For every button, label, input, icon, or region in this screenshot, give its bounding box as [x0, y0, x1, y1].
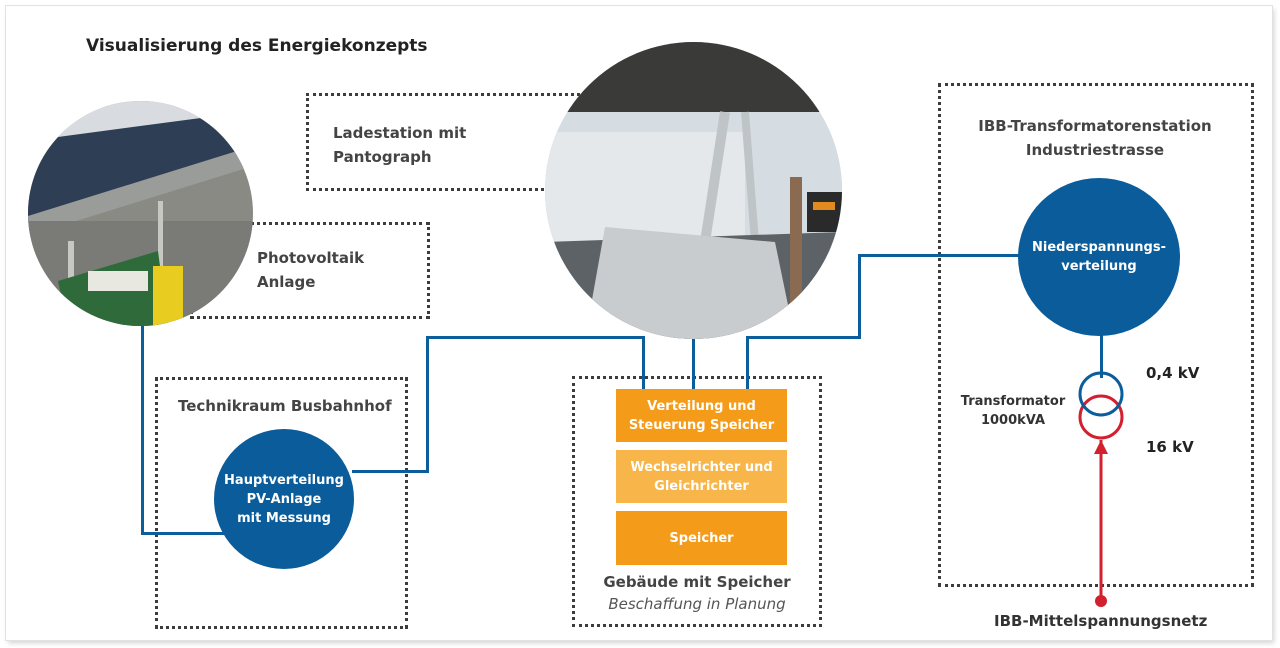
- trafo-line-top: [1100, 330, 1103, 378]
- photovoltaik-label-line1: Photovoltaik: [257, 249, 365, 267]
- technikraum-box: [155, 377, 408, 629]
- hauptverteilung-node: Hauptverteilung PV-Anlage mit Messung: [214, 429, 354, 569]
- mittelspannung-dot: [1095, 595, 1107, 607]
- storage-block-wechselrichter-line1: Wechselrichter und: [630, 459, 773, 475]
- storage-block-wechselrichter-line2: Gleichrichter: [654, 478, 749, 494]
- trafo-coil-low: [1078, 371, 1124, 417]
- ladestation-line: [692, 318, 695, 389]
- niederspannung-node: Niederspannungs- verteilung: [1018, 178, 1180, 336]
- voltage-low-label: 0,4 kV: [1146, 364, 1200, 382]
- ibb-station-label-line1: IBB-Transformatorenstation: [978, 117, 1212, 135]
- hv-line-out: [352, 470, 428, 473]
- hv-line-top: [426, 336, 644, 339]
- gebaeude-label: Gebäude mit Speicher: [603, 573, 791, 591]
- hv-line-down: [642, 336, 645, 389]
- ibb-station-label: IBB-Transformatorenstation Industriestra…: [950, 114, 1240, 162]
- transformator-label-line1: Transformator: [960, 394, 1066, 409]
- niederspannung-line1: Niederspannungs-: [1032, 240, 1166, 255]
- pv-line-horizontal: [141, 532, 229, 535]
- mittelspannung-label: IBB-Mittelspannungsnetz: [994, 612, 1208, 630]
- trafo-coil-high: [1078, 394, 1124, 440]
- transformator-label: Transformator 1000kVA: [958, 392, 1068, 430]
- hv-line-up: [426, 336, 429, 473]
- pantograph-photo: [545, 42, 842, 339]
- mittelspannung-arrow: [1094, 440, 1108, 454]
- transformator-label-line2: 1000kVA: [980, 413, 1046, 428]
- nsv-line-down: [746, 336, 749, 389]
- hauptverteilung-line1: Hauptverteilung: [224, 472, 344, 488]
- technikraum-label: Technikraum Busbahnhof: [178, 397, 392, 415]
- storage-block-speicher-line1: Speicher: [669, 530, 734, 546]
- niederspannung-line2: verteilung: [1061, 259, 1137, 274]
- ladestation-label-line2: Pantograph: [333, 148, 432, 166]
- storage-block-speicher: Speicher: [616, 511, 787, 565]
- hauptverteilung-line2: PV-Anlage: [246, 491, 322, 507]
- nsv-line-top: [858, 254, 1022, 257]
- page-title: Visualisierung des Energiekonzepts: [86, 36, 428, 56]
- ibb-station-label-line2: Industriestrasse: [1025, 141, 1165, 159]
- storage-block-steuerung-line1: Verteilung und: [647, 398, 756, 414]
- storage-block-steuerung-line2: Steuerung Speicher: [628, 417, 775, 433]
- photovoltaik-label: Photovoltaik Anlage: [257, 246, 364, 294]
- storage-block-wechselrichter: Wechselrichter und Gleichrichter: [616, 450, 787, 503]
- gebaeude-box: [572, 376, 822, 627]
- storage-block-steuerung: Verteilung und Steuerung Speicher: [616, 389, 787, 442]
- beschaffung-label: Beschaffung in Planung: [608, 595, 786, 613]
- voltage-high-label: 16 kV: [1146, 438, 1194, 456]
- ladestation-label: Ladestation mit Pantograph: [333, 121, 466, 169]
- ibb-station-box: [938, 83, 1254, 587]
- ladestation-label-line1: Ladestation mit: [333, 124, 467, 142]
- nsv-line-bottom: [746, 336, 860, 339]
- photovoltaik-label-line2: Anlage: [257, 273, 316, 291]
- nsv-line-up: [858, 254, 861, 339]
- pv-line-vertical: [141, 316, 144, 534]
- hauptverteilung-line3: mit Messung: [237, 510, 331, 526]
